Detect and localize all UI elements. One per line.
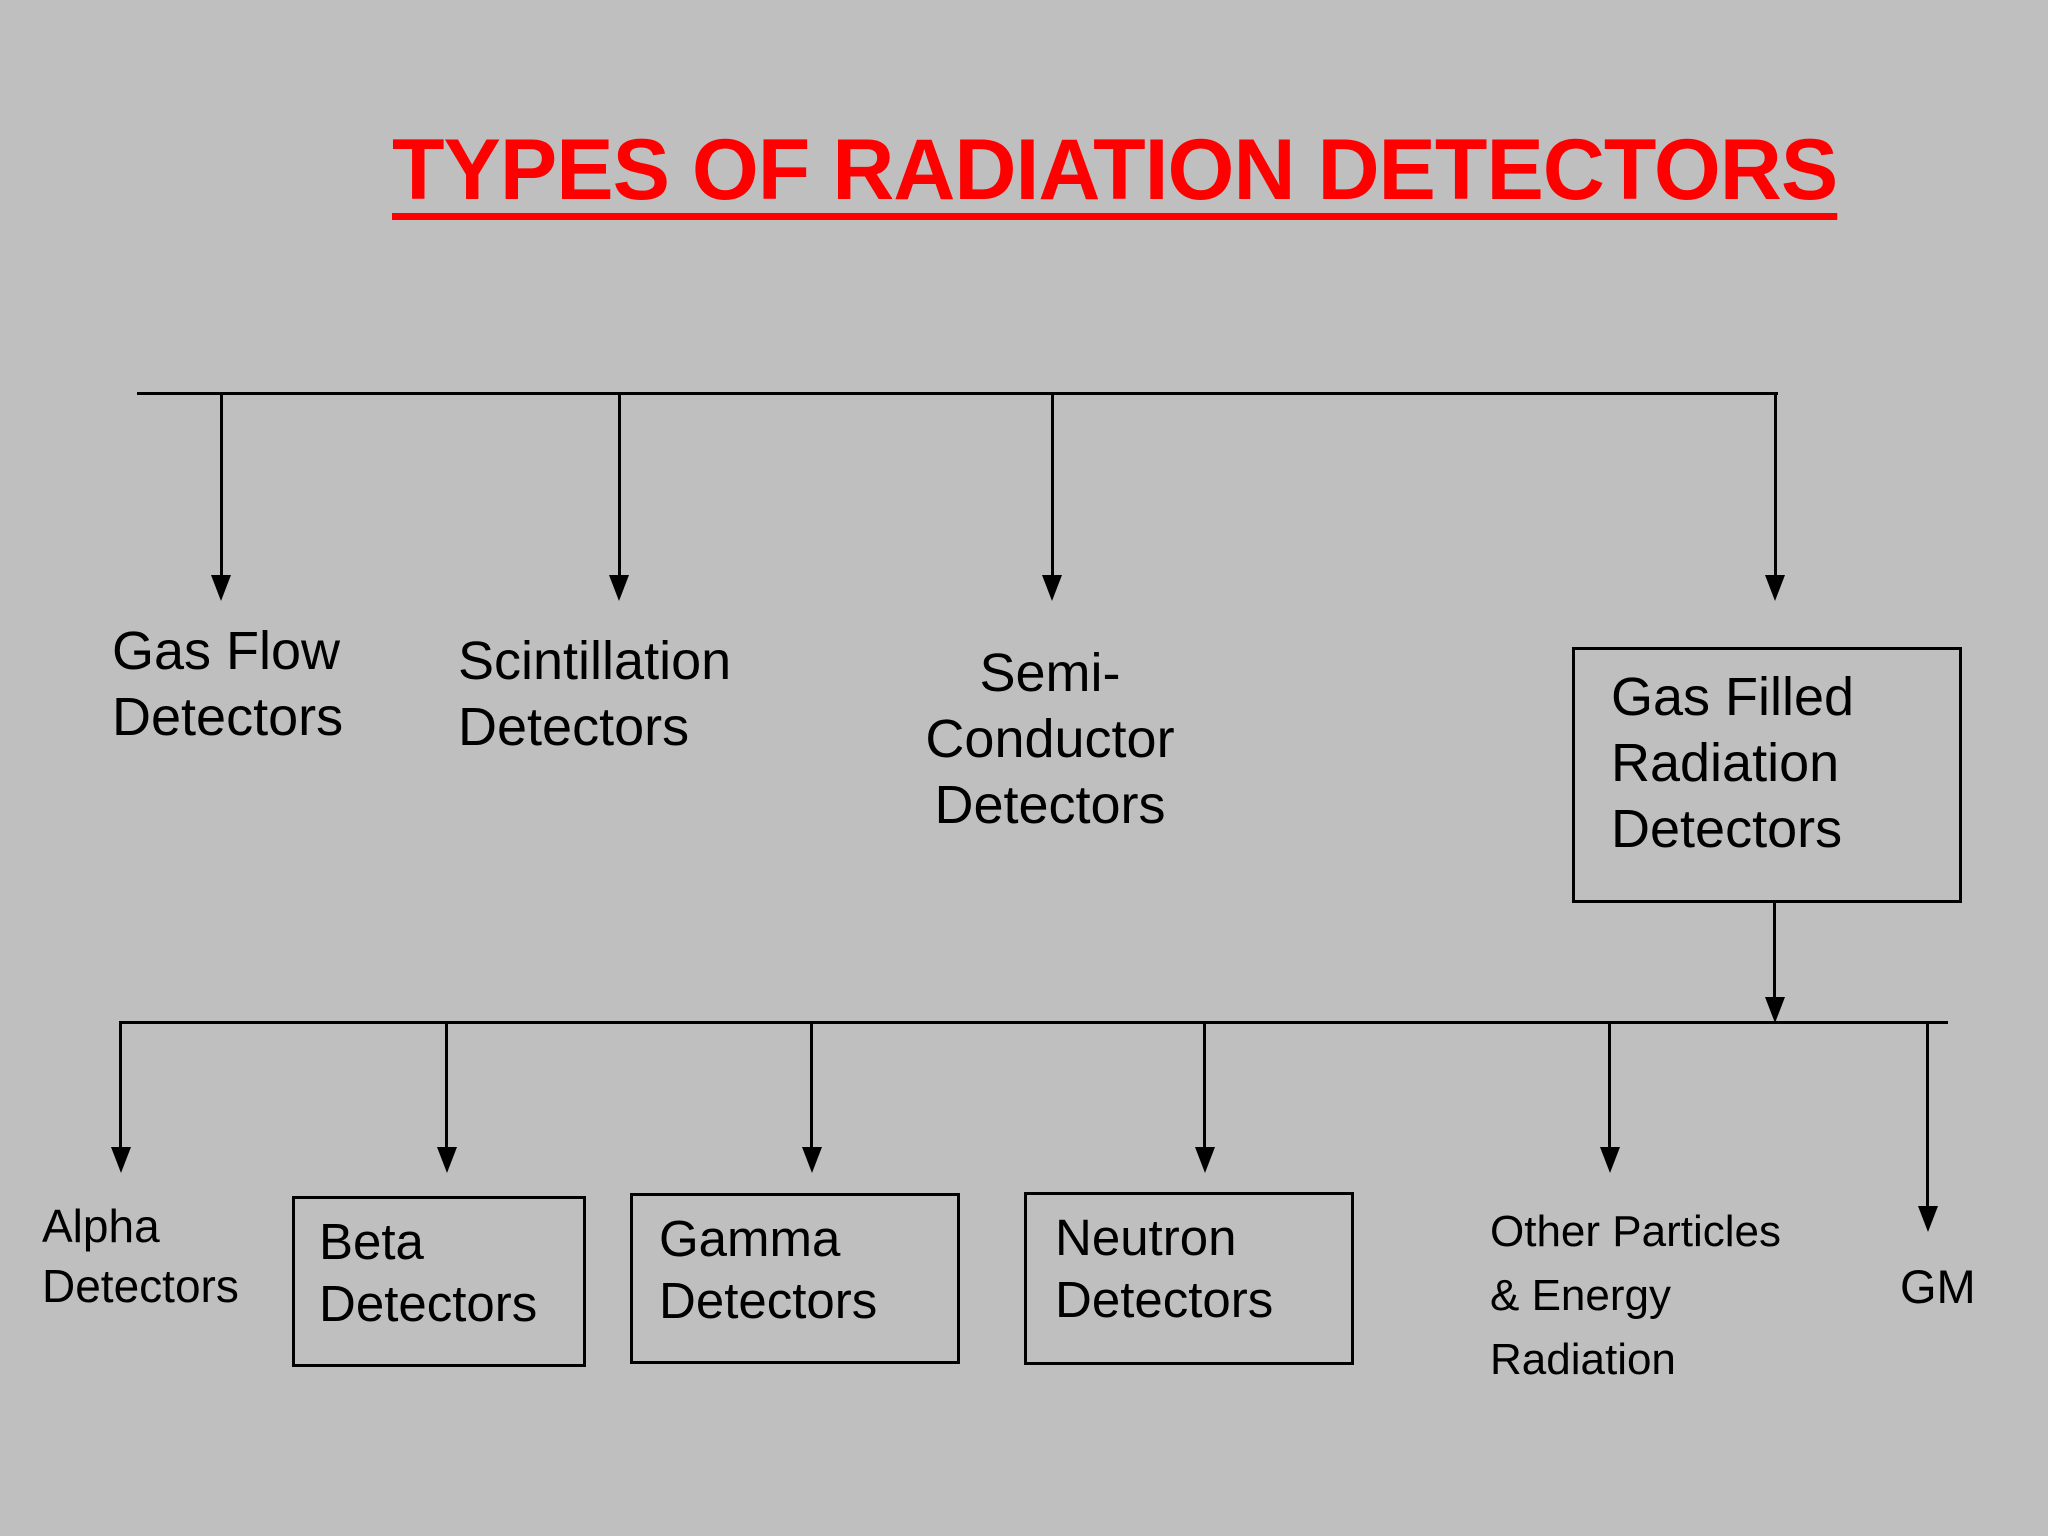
lower-branch-line — [120, 1021, 1948, 1024]
connector-gas-flow — [220, 392, 223, 575]
node-scintillation-detectors: Scintillation Detectors — [458, 631, 732, 757]
connector-alpha — [119, 1021, 122, 1147]
arrow-down-icon — [1765, 997, 1785, 1023]
node-neutron-label: Neutron Detectors — [1055, 1209, 1274, 1328]
arrow-down-icon — [1765, 575, 1785, 601]
node-gamma-box: Gamma Detectors — [630, 1193, 960, 1364]
node-beta-box: Beta Detectors — [292, 1196, 586, 1367]
arrow-down-icon — [111, 1147, 131, 1173]
connector-gas-filled-stem — [1773, 903, 1776, 997]
arrow-down-icon — [1918, 1206, 1938, 1232]
connector-gas-filled — [1774, 392, 1777, 575]
node-alpha-detectors: Alpha Detectors — [42, 1200, 239, 1312]
arrow-down-icon — [211, 575, 231, 601]
node-gamma-label: Gamma Detectors — [659, 1210, 878, 1329]
connector-gamma — [810, 1021, 813, 1147]
top-branch-line — [137, 392, 1778, 395]
node-gas-filled-label: Gas Filled Radiation Detectors — [1611, 667, 1855, 859]
arrow-down-icon — [1042, 575, 1062, 601]
arrow-down-icon — [1600, 1147, 1620, 1173]
connector-scintillation — [618, 392, 621, 575]
node-gm: GM — [1900, 1260, 1976, 1313]
arrow-down-icon — [609, 575, 629, 601]
node-semi-conductor-detectors: Semi-Conductor Detectors — [925, 643, 1175, 835]
connector-neutron — [1203, 1021, 1206, 1147]
connector-semi-conductor — [1051, 392, 1054, 575]
connector-gm — [1926, 1021, 1929, 1206]
node-gas-flow-detectors: Gas Flow Detectors — [112, 621, 344, 747]
node-neutron-box: Neutron Detectors — [1024, 1192, 1354, 1365]
connector-other-particles — [1608, 1021, 1611, 1147]
arrow-down-icon — [1195, 1147, 1215, 1173]
connector-beta — [445, 1021, 448, 1147]
node-gas-filled-box: Gas Filled Radiation Detectors — [1572, 647, 1962, 903]
arrow-down-icon — [437, 1147, 457, 1173]
node-beta-label: Beta Detectors — [319, 1213, 538, 1332]
node-other-particles: Other Particles & Energy Radiation — [1490, 1207, 1781, 1384]
slide-title: TYPES OF RADIATION DETECTORS — [392, 122, 1838, 218]
arrow-down-icon — [802, 1147, 822, 1173]
